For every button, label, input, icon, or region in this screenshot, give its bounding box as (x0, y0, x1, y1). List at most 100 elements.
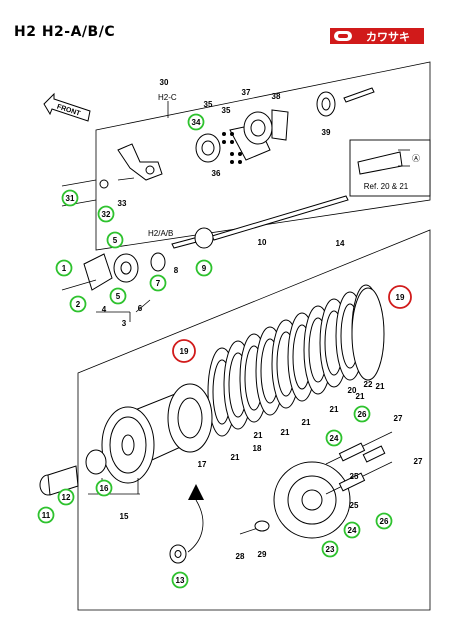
callout-number: 24 (330, 434, 339, 443)
callout-number: 28 (236, 552, 245, 561)
green-callout-circle (97, 205, 115, 223)
plain-callout: 28 (236, 552, 245, 561)
callout-number: 12 (62, 493, 71, 502)
plain-callout: 20 (348, 386, 357, 395)
release-mechanism (195, 109, 289, 164)
bushing-set (39, 449, 107, 496)
green-callout-circle (353, 405, 371, 423)
release-lever (117, 143, 163, 181)
plain-callout: 25 (350, 472, 359, 481)
green-callout-circle (343, 521, 361, 539)
green-callout: 2 (69, 295, 87, 313)
green-callout: 1 (55, 259, 73, 277)
callout-number: 10 (258, 238, 267, 247)
green-callout: 34 (187, 113, 205, 131)
callout-number: 17 (198, 460, 207, 469)
reference-text: Ref. 20 & 21 (364, 182, 409, 191)
callout-number: 9 (202, 264, 207, 273)
green-callout-circle (37, 506, 55, 524)
callout-number: 34 (192, 118, 201, 127)
callout-number: 23 (326, 545, 335, 554)
plain-callout: 30 (160, 78, 169, 87)
plain-callout: 21 (254, 431, 263, 440)
green-callout-circle (375, 512, 393, 530)
green-callout: 32 (97, 205, 115, 223)
green-callout: 11 (37, 506, 55, 524)
plain-callout: 21 (356, 392, 365, 401)
callout-number: 26 (358, 410, 367, 419)
callout-number: 19 (396, 293, 405, 302)
callout-number: 35 (222, 106, 231, 115)
green-callout: 13 (171, 571, 189, 589)
clutch-plate-stack (207, 284, 385, 437)
callout-number: 32 (102, 210, 111, 219)
pressure-plate (273, 461, 351, 539)
callout-number: 5 (113, 236, 118, 245)
plain-callout: 17 (198, 460, 207, 469)
callout-number: 37 (242, 88, 251, 97)
callout-number: 20 (348, 386, 357, 395)
green-callout-circle (95, 479, 113, 497)
callout-number: 31 (66, 194, 75, 203)
kawasaki-logo: カワサキ (330, 28, 424, 44)
green-callout: 12 (57, 488, 75, 506)
push-piece-9 (194, 227, 214, 249)
callout-number: 29 (258, 550, 267, 559)
green-callout-circle (55, 259, 73, 277)
red-callout: 19 (388, 285, 412, 309)
green-callout-circle (106, 231, 124, 249)
plain-callout: 39 (322, 128, 331, 137)
callout-number: 5 (116, 292, 121, 301)
plain-callout: 21 (231, 453, 240, 462)
plain-callout: 22 (364, 380, 373, 389)
callout-number: 27 (394, 414, 403, 423)
callout-number: 19 (180, 347, 189, 356)
plain-callout: 35 (222, 106, 231, 115)
plain-callout: 38 (272, 92, 281, 101)
callout-number: 33 (118, 199, 127, 208)
callout-number: 2 (76, 300, 81, 309)
callout-number: 26 (380, 517, 389, 526)
green-callout: 5 (109, 287, 127, 305)
callout-number: 24 (348, 526, 357, 535)
plain-callout: 21 (376, 382, 385, 391)
plain-callout: 36 (212, 169, 221, 178)
green-callout: 26 (353, 405, 371, 423)
variant-label-h2c: H2-C (158, 93, 177, 102)
callout-number: 18 (253, 444, 262, 453)
callout-number: 6 (138, 304, 143, 313)
green-callout: 23 (321, 540, 339, 558)
callout-number: 25 (350, 472, 359, 481)
callout-number: 3 (122, 319, 127, 328)
callout-number: 13 (176, 576, 185, 585)
clutch-plate-end (351, 287, 385, 381)
plain-callout: 8 (174, 266, 179, 275)
callout-number: 22 (364, 380, 373, 389)
green-callout-circle (109, 287, 127, 305)
callout-number: 21 (231, 453, 240, 462)
upper-panel-outline (95, 61, 431, 251)
assembly-arrow (187, 499, 204, 553)
callout-number: 38 (272, 92, 281, 101)
plain-callout: 27 (414, 457, 423, 466)
callout-number: 15 (120, 512, 129, 521)
green-callout: 31 (61, 189, 79, 207)
plain-callout: 18 (253, 444, 262, 453)
red-callout-circle (388, 285, 412, 309)
front-arrow: FRONT (43, 92, 91, 122)
plain-callout: 37 (242, 88, 251, 97)
reference-box: Ⓐ Ref. 20 & 21 (349, 139, 431, 197)
callout-number: 1 (62, 264, 67, 273)
plain-callout: 29 (258, 550, 267, 559)
callout-number: 7 (156, 279, 161, 288)
callout-number: 21 (356, 392, 365, 401)
red-callout-circle (172, 339, 196, 363)
lower-panel-outline (77, 229, 431, 611)
callout-number: 30 (160, 78, 169, 87)
callout-number: 21 (302, 418, 311, 427)
plain-callout: 15 (120, 512, 129, 521)
green-callout: 7 (149, 274, 167, 292)
callout-number: 25 (350, 501, 359, 510)
